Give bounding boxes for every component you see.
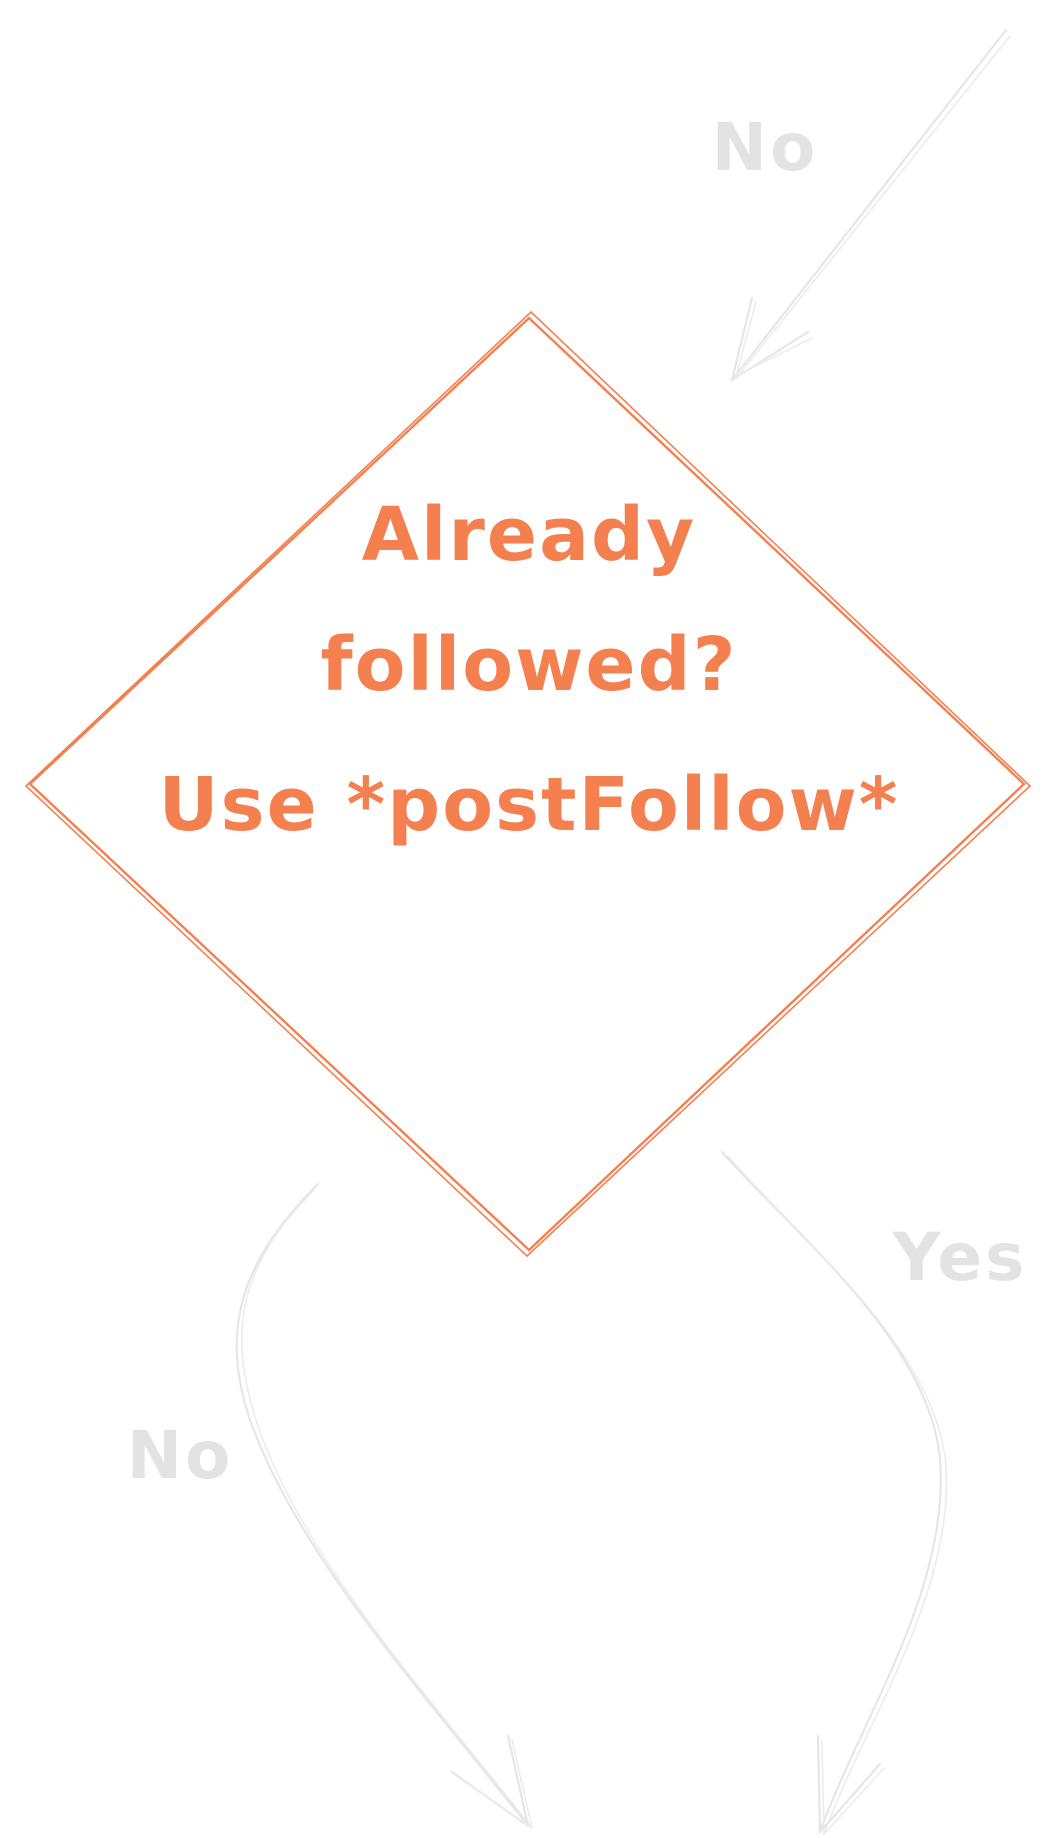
right-edge-label: Yes [892, 1219, 1028, 1296]
incoming-edge [730, 28, 1011, 382]
left-edge [235, 1182, 533, 1829]
right-edge-arrowhead [816, 1734, 885, 1835]
incoming-edge-label: No [712, 109, 819, 186]
right-edge [720, 1150, 948, 1835]
left-edge-arrowhead [450, 1734, 533, 1829]
decision-line-2: followed? [320, 622, 737, 708]
decision-line-3: Use *postFollow* [158, 762, 899, 848]
incoming-edge-arrowhead [730, 296, 813, 382]
decision-diamond[interactable]: Already followed? Use *postFollow* [24, 310, 1032, 1258]
decision-line-1: Already [362, 492, 696, 578]
left-edge-label: No [127, 1417, 234, 1494]
